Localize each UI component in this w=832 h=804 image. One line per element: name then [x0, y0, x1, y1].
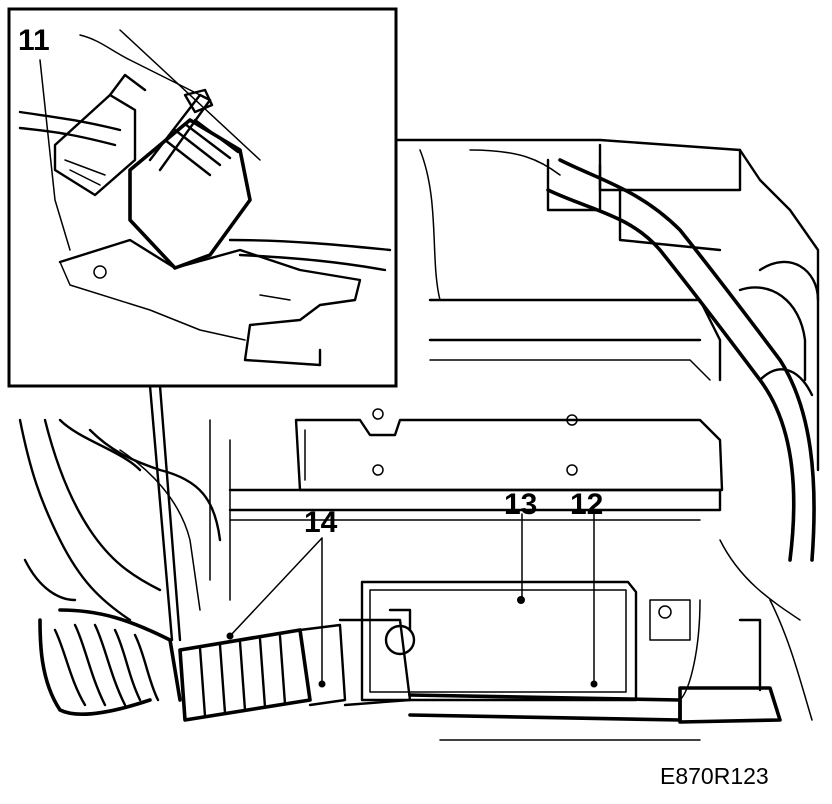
- inset-pointer-line-2: [158, 384, 182, 642]
- callout-11: 11: [18, 24, 50, 57]
- left-hoses: [18, 418, 231, 622]
- detail-inset: [0, 0, 398, 642]
- control-module: [360, 580, 638, 702]
- callout-13: 13: [504, 488, 537, 521]
- figure-code: E870R123: [660, 763, 769, 789]
- wiring: [439, 539, 813, 741]
- callout-14: 14: [304, 506, 338, 539]
- steering-rack-boot: [38, 608, 347, 722]
- intake-pipe: [546, 158, 816, 562]
- valve-cover: [228, 408, 724, 521]
- engine-bay-illustration: [18, 138, 820, 741]
- steering-rack: [338, 599, 782, 724]
- inset-connector-illustration: [18, 29, 392, 367]
- inset-pointer-line: [148, 384, 174, 642]
- leader-lines: [226, 513, 598, 688]
- callout-12: 12: [570, 488, 603, 521]
